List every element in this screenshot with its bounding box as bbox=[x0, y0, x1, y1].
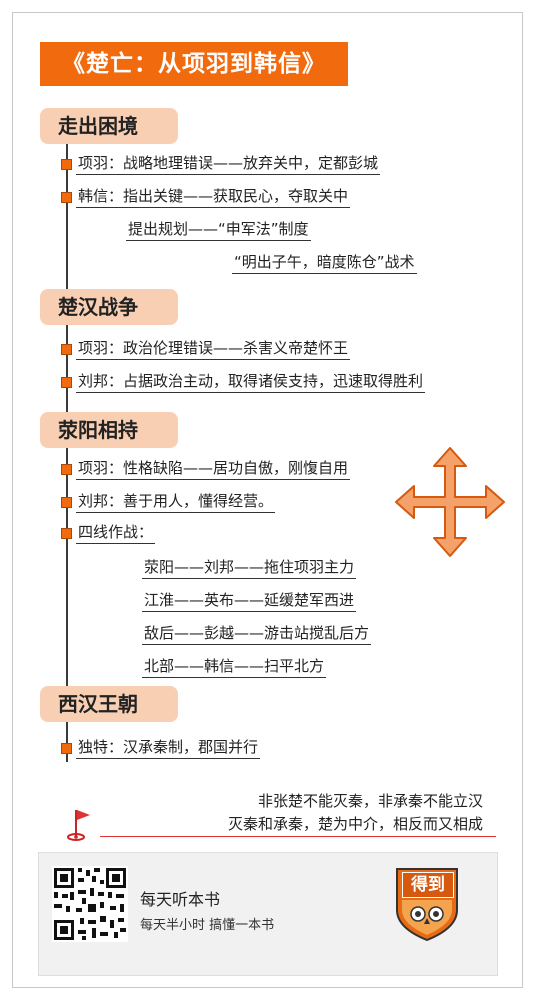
quote-line-2: 灭秦和承秦，楚为中介，相反而又相成 bbox=[227, 815, 483, 833]
outline-row: 独特：汉承秦制，郡国并行 bbox=[76, 736, 261, 759]
footer-title: 每天听本书 bbox=[140, 890, 221, 909]
outline-row: “明出子午，暗度陈仓”战术 bbox=[232, 251, 417, 274]
outline-row: 项羽：政治伦理错误——杀害义帝楚怀王 bbox=[76, 337, 351, 360]
outline-row: 项羽：战略地理错误——放弃关中，定都彭城 bbox=[76, 152, 381, 175]
bullet-square bbox=[61, 528, 72, 539]
outline-row: 荥阳——刘邦——拖住项羽主力 bbox=[142, 556, 357, 579]
logo-text: 得到 bbox=[402, 872, 454, 898]
outline-row: 项羽：性格缺陷——居功自傲，刚愎自用 bbox=[76, 457, 351, 480]
qr-code-icon[interactable] bbox=[52, 866, 128, 942]
outline-row: 提出规划——“申军法”制度 bbox=[126, 218, 311, 241]
quote-line-1: 非张楚不能灭秦，非承秦不能立汉 bbox=[257, 792, 483, 810]
bullet-square bbox=[61, 497, 72, 508]
section-heading-1: 走出困境 bbox=[40, 108, 178, 144]
bullet-square bbox=[61, 159, 72, 170]
four-way-arrow-icon bbox=[395, 447, 505, 557]
section-heading-4: 西汉王朝 bbox=[40, 686, 178, 722]
section-heading-2: 楚汉战争 bbox=[40, 289, 178, 325]
section-heading-3: 荥阳相持 bbox=[40, 412, 178, 448]
page-title: 《楚亡：从项羽到韩信》 bbox=[40, 42, 348, 86]
flag-icon bbox=[67, 810, 90, 841]
outline-row: 韩信：指出关键——获取民心，夺取关中 bbox=[76, 185, 351, 208]
bullet-square bbox=[61, 377, 72, 388]
outline-row: 刘邦：占据政治主动，取得诸侯支持，迅速取得胜利 bbox=[76, 370, 426, 393]
quote-underline bbox=[100, 836, 496, 837]
outline-row: 北部——韩信——扫平北方 bbox=[142, 655, 327, 678]
timeline-line bbox=[66, 142, 68, 762]
outline-row: 江淮——英布——延缓楚军西进 bbox=[142, 589, 357, 612]
outline-row: 四线作战： bbox=[76, 521, 156, 544]
outline-row: 刘邦：善于用人，懂得经营。 bbox=[76, 490, 276, 513]
bullet-square bbox=[61, 344, 72, 355]
outline-row: 敌后——彭越——游击站搅乱后方 bbox=[142, 622, 372, 645]
bullet-square bbox=[61, 743, 72, 754]
bullet-square bbox=[61, 192, 72, 203]
bullet-square bbox=[61, 464, 72, 475]
footer-subtitle: 每天半小时 搞懂一本书 bbox=[140, 918, 275, 933]
